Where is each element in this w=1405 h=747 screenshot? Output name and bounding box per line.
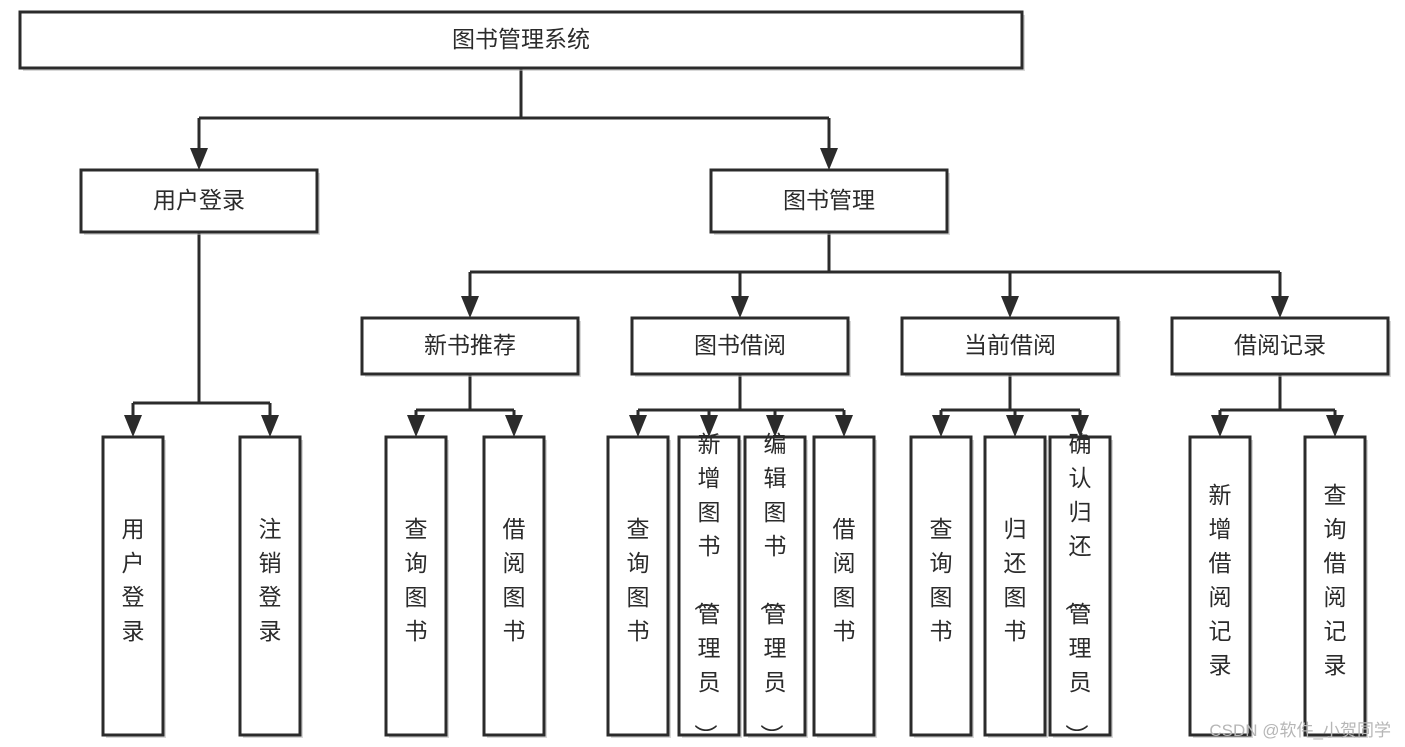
node-new-book-recommend-rect[interactable] — [360, 316, 580, 376]
node-book-management[interactable]: 图书管理 — [709, 168, 950, 235]
node-leaf-add-book[interactable]: 新增图书（管理员） — [677, 431, 742, 747]
node-leaf-query-book-2[interactable]: 查询图书 — [606, 435, 671, 738]
node-leaf-query-book-3-label: 查询图书 — [930, 516, 953, 644]
borrow-record-arrow-1 — [1326, 415, 1344, 437]
node-leaf-query-record[interactable]: 查询借阅记录 — [1303, 435, 1368, 738]
node-leaf-user-login[interactable]: 用户登录 — [101, 435, 166, 738]
node-leaf-user-login-rect[interactable] — [101, 435, 165, 737]
node-user-login-label: 用户登录 — [153, 187, 245, 213]
current-borrow-arrow-0 — [932, 415, 950, 437]
node-borrowing-record-label: 借阅记录 — [1234, 332, 1326, 358]
node-leaf-borrow-book-2-rect[interactable] — [812, 435, 876, 737]
node-leaf-borrow-book-1-rect[interactable] — [482, 435, 546, 737]
node-leaf-query-record-label: 查询借阅记录 — [1324, 482, 1347, 678]
node-new-book-recommend-label: 新书推荐 — [424, 332, 516, 358]
node-leaf-query-book-3-rect[interactable] — [909, 435, 973, 737]
node-leaf-edit-book-rect[interactable] — [743, 435, 807, 737]
node-leaf-confirm-return-rect[interactable] — [1048, 435, 1112, 737]
node-user-login-rect[interactable] — [79, 168, 319, 234]
node-borrowing-record-rect[interactable] — [1170, 316, 1390, 376]
node-boxes-group: 图书管理系统用户登录图书管理新书推荐图书借阅当前借阅借阅记录用户登录注销登录查询… — [18, 10, 1391, 747]
book-manage-arrow-3 — [1271, 296, 1289, 318]
node-book-borrowing-label: 图书借阅 — [694, 332, 786, 358]
node-leaf-return-book-rect[interactable] — [983, 435, 1047, 737]
node-leaf-confirm-return-label: 确认归还（管理员） — [1064, 431, 1092, 747]
book-borrow-arrow-3 — [835, 415, 853, 437]
node-current-borrowing[interactable]: 当前借阅 — [900, 316, 1121, 377]
node-leaf-query-book-1[interactable]: 查询图书 — [384, 435, 449, 738]
book-borrow-arrow-0 — [629, 415, 647, 437]
node-leaf-return-book[interactable]: 归还图书 — [983, 435, 1048, 738]
node-leaf-return-book-label: 归还图书 — [1004, 516, 1027, 644]
node-leaf-query-book-2-rect[interactable] — [606, 435, 670, 737]
node-leaf-query-book-1-label: 查询图书 — [405, 516, 428, 644]
node-book-management-label: 图书管理 — [783, 187, 875, 213]
node-leaf-confirm-return[interactable]: 确认归还（管理员） — [1048, 431, 1113, 747]
borrow-record-arrow-0 — [1211, 415, 1229, 437]
new-book-rec-arrow-0 — [407, 415, 425, 437]
node-leaf-borrow-book-2[interactable]: 借阅图书 — [812, 435, 877, 738]
connector-lines-group — [124, 68, 1344, 437]
node-leaf-add-book-rect[interactable] — [677, 435, 741, 737]
node-root-system[interactable]: 图书管理系统 — [18, 10, 1025, 71]
node-book-management-rect[interactable] — [709, 168, 949, 234]
node-leaf-edit-book-label: 编辑图书（管理员） — [759, 431, 787, 747]
current-borrow-arrow-2 — [1071, 415, 1089, 437]
node-leaf-borrow-book-1[interactable]: 借阅图书 — [482, 435, 547, 738]
node-leaf-add-record-rect[interactable] — [1188, 435, 1252, 737]
new-book-rec-arrow-1 — [505, 415, 523, 437]
node-leaf-logout-login-label: 注销登录 — [259, 516, 282, 644]
node-current-borrowing-label: 当前借阅 — [964, 332, 1056, 358]
book-borrow-arrow-1 — [700, 415, 718, 437]
book-manage-arrow-0 — [461, 296, 479, 318]
node-leaf-edit-book[interactable]: 编辑图书（管理员） — [743, 431, 808, 747]
node-book-borrowing[interactable]: 图书借阅 — [630, 316, 851, 377]
node-root-system-label: 图书管理系统 — [452, 26, 590, 52]
node-leaf-add-book-label: 新增图书（管理员） — [693, 431, 721, 747]
current-borrow-arrow-1 — [1006, 415, 1024, 437]
node-borrowing-record[interactable]: 借阅记录 — [1170, 316, 1391, 377]
node-user-login[interactable]: 用户登录 — [79, 168, 320, 235]
node-leaf-query-record-rect[interactable] — [1303, 435, 1367, 737]
root-arrow-1 — [820, 148, 838, 170]
root-arrow-0 — [190, 148, 208, 170]
user-login-arrow-0 — [124, 415, 142, 437]
node-leaf-user-login-label: 用户登录 — [122, 516, 145, 644]
node-book-borrowing-rect[interactable] — [630, 316, 850, 376]
node-leaf-logout-login[interactable]: 注销登录 — [238, 435, 303, 738]
node-leaf-query-book-1-rect[interactable] — [384, 435, 448, 737]
node-leaf-query-book-3[interactable]: 查询图书 — [909, 435, 974, 738]
node-current-borrowing-rect[interactable] — [900, 316, 1120, 376]
node-leaf-borrow-book-2-label: 借阅图书 — [833, 516, 856, 644]
node-leaf-logout-login-rect[interactable] — [238, 435, 302, 737]
node-leaf-add-record-label: 新增借阅记录 — [1209, 482, 1232, 678]
node-leaf-add-record[interactable]: 新增借阅记录 — [1188, 435, 1253, 738]
book-manage-arrow-2 — [1001, 296, 1019, 318]
node-new-book-recommend[interactable]: 新书推荐 — [360, 316, 581, 377]
node-root-system-rect[interactable] — [18, 10, 1024, 70]
node-leaf-borrow-book-1-label: 借阅图书 — [503, 516, 526, 644]
book-manage-arrow-1 — [731, 296, 749, 318]
node-leaf-query-book-2-label: 查询图书 — [627, 516, 650, 644]
user-login-arrow-1 — [261, 415, 279, 437]
book-borrow-arrow-2 — [766, 415, 784, 437]
